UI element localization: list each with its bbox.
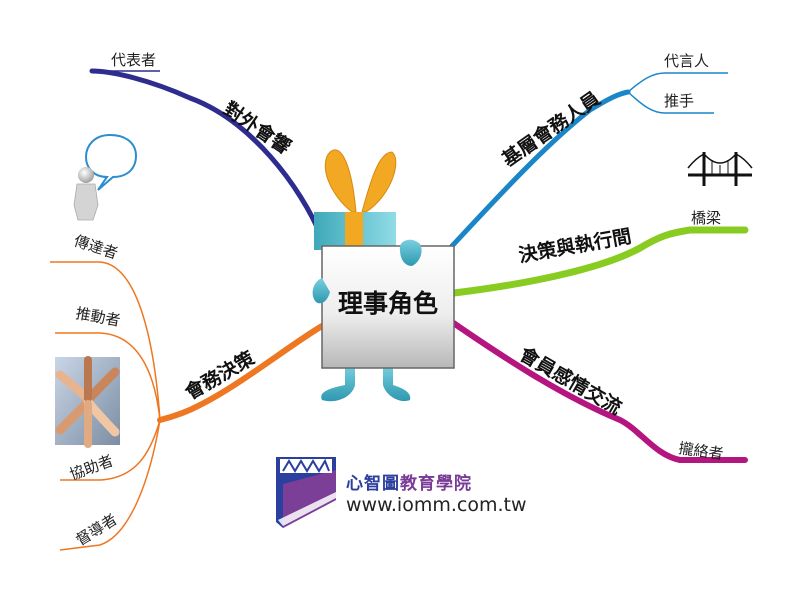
branch-label-external: 對外會響	[219, 97, 295, 159]
leaf-branch-supervisor	[59, 419, 161, 551]
branch-grassroots: 代言人 推手 基層會務人員	[449, 52, 728, 249]
leaf-pusher: 推手	[664, 92, 694, 110]
branch-label-grassroots: 基層會務人員	[497, 87, 604, 172]
branch-external-curve	[89, 68, 325, 241]
central-topic: 理事角色	[338, 289, 438, 318]
leaf-branch-helper	[60, 419, 161, 481]
teamwork-hands-image	[55, 356, 120, 448]
branch-emotion: 攏絡者 會員感情交流	[449, 319, 748, 463]
brand-name-part2: 教育學院	[400, 474, 472, 494]
mascot-right-foot	[383, 365, 411, 402]
leaf-branch-promoter	[55, 332, 161, 421]
leaf-spokesperson: 代言人	[664, 52, 709, 70]
person-head	[78, 167, 94, 183]
brand-name: 心智圖教育學院	[346, 469, 472, 494]
leaf-promoter: 推動者	[74, 304, 121, 330]
branch-emotion-curve	[449, 319, 748, 463]
leaf-branch-pusher	[627, 91, 714, 114]
branch-label-emotion: 會員感情交流	[516, 342, 626, 419]
iomm-logo	[276, 457, 336, 528]
brand-name-part1: 心智圖	[346, 474, 400, 494]
leaf-branch-messenger	[50, 261, 161, 421]
speech-figure	[73, 133, 138, 221]
person-body	[73, 183, 99, 221]
branch-bridge: 橋梁 決策與執行間	[450, 209, 749, 297]
mascot-left-foot	[321, 365, 355, 402]
central-card	[321, 245, 455, 369]
mascot-left-hand	[312, 278, 330, 304]
bridge-icon	[687, 152, 753, 186]
branch-bridge-curve	[450, 226, 749, 297]
leaf-messenger: 傳達者	[72, 232, 120, 263]
leaf-branch-spokesperson	[627, 72, 728, 93]
leaf-representative: 代表者	[111, 51, 156, 69]
gift-box-mascot: 理事角色	[312, 149, 455, 402]
branch-decision-curve	[157, 323, 325, 423]
mascot-right-hand	[399, 239, 422, 266]
leaf-bridge: 橋梁	[691, 209, 721, 227]
brand-url: www.iomm.com.tw	[346, 494, 527, 516]
speech-bubble-icon	[84, 133, 138, 191]
gift-bow	[324, 149, 357, 213]
leaf-supervisor: 督導者	[73, 510, 121, 549]
branch-grassroots-curve	[449, 89, 631, 249]
